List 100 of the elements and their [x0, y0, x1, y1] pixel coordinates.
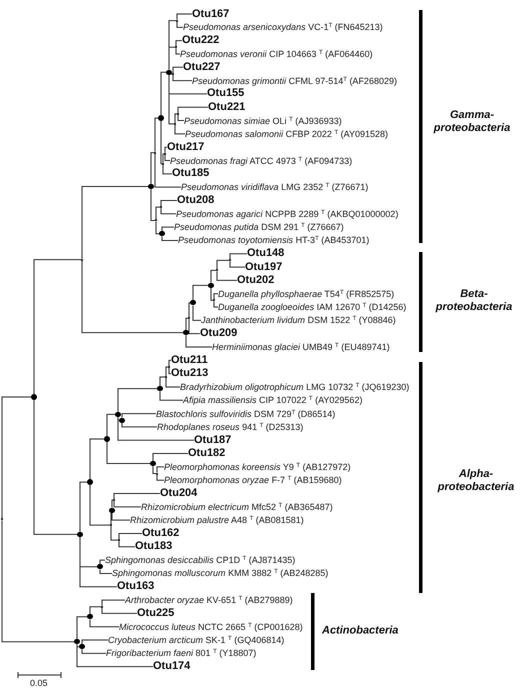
tree-branch	[210, 270, 216, 284]
tree-branch	[160, 208, 176, 214]
tree-branch	[76, 616, 88, 640]
tree-branch	[172, 74, 192, 82]
taxon-label: Otu211	[171, 354, 208, 367]
clade-label: Actinobacteria	[322, 624, 400, 638]
tree-branch	[112, 500, 114, 508]
tree-branch	[214, 293, 218, 300]
tree-branch	[216, 260, 230, 270]
taxon-label: Otu204	[160, 487, 198, 500]
tree-branch	[172, 66, 184, 74]
tree-branch	[114, 500, 142, 508]
taxon-label: Otu187	[194, 434, 232, 447]
tree-branch	[216, 270, 238, 281]
taxon-label: Afipia massiliensis CIP 107022 $^{T}$ (AY029562)	[183, 394, 362, 406]
tree-branch	[80, 536, 118, 588]
tree-branch	[188, 302, 191, 318]
tree-branch	[2, 396, 32, 519]
tree-branch	[168, 367, 172, 374]
taxon-label: Rhizomicrobium palustre A48 $^{T}$ (AB081581)	[130, 514, 304, 526]
tree-branch	[178, 106, 208, 114]
taxon-label: Janthinobacterium lividum DSM 1522 $^{T}$ (Y08846)	[201, 314, 396, 326]
tree-branch	[106, 414, 116, 437]
tree-branch	[162, 236, 178, 241]
tree-branch	[150, 152, 154, 184]
tree-branch	[230, 253, 248, 260]
tree-branch	[168, 360, 172, 366]
taxon-label: Pleomorphomonas oryzae F-7 $^{T}$ (AB159680)	[164, 474, 342, 486]
taxon-label: Pseudomonas simiae OLi $^{T}$ (AJ936933)	[184, 114, 342, 127]
tree-branch	[152, 453, 188, 462]
tree-branch	[90, 606, 102, 615]
tree-branch	[192, 304, 202, 321]
tree-branch	[178, 114, 184, 122]
taxon-label: Frigoribacterium faeni 801 $^{T}$ (Y18807)	[106, 647, 256, 660]
tree-branch	[118, 540, 136, 548]
tree-branch	[102, 600, 126, 606]
tree-branch	[82, 260, 184, 334]
taxon-label: Otu217	[167, 140, 204, 154]
tree-branch	[2, 520, 75, 642]
tree-branch	[214, 300, 218, 308]
taxon-label: Otu197	[245, 260, 282, 274]
taxon-label: Otu208	[177, 194, 214, 207]
tree-branch	[168, 74, 174, 124]
tree-branch	[188, 318, 200, 334]
taxon-label: Sphingomonas desiccabilis CP1D $^{T}$ (AJ871435)	[105, 554, 296, 566]
tree-branch	[82, 186, 149, 260]
taxon-label: Duganella zoogloeoides IAM 12670 $^{T}$ (D14256)	[218, 301, 406, 314]
tree-branch	[156, 474, 164, 481]
taxon-label: Otu209	[200, 327, 238, 340]
taxon-label: Pseudomonas agarici NCPPB 2289 $^{T}$ (AKBQ01000002)	[176, 208, 398, 220]
tree-branch	[210, 288, 214, 301]
tree-branch	[166, 377, 180, 388]
tree-branch	[90, 484, 110, 526]
tree-branch	[102, 607, 138, 614]
taxon-label: Cryobacterium arcticum SK-1 $^{T}$ (GQ406814)	[108, 634, 284, 646]
taxon-label: Pleomorphomonas koreensis Y9 $^{T}$ (AB127972)	[164, 460, 351, 473]
tree-branch	[160, 72, 167, 116]
tree-branch	[160, 376, 166, 387]
tree-branch	[166, 366, 168, 376]
taxon-label: Otu183	[135, 540, 172, 554]
tree-branch	[82, 640, 108, 645]
tree-branch	[160, 200, 178, 207]
tree-branch	[34, 259, 82, 395]
clade-label: Beta-proteobacteria	[434, 288, 514, 314]
tree-branch	[160, 120, 162, 164]
tree-branch	[160, 390, 184, 401]
tree-branch	[176, 40, 182, 47]
tree-branch	[106, 441, 151, 464]
tree-branch	[76, 644, 154, 668]
clade-label: Gamma-proteobacteria	[432, 109, 512, 135]
taxon-label: Otu167	[192, 8, 230, 20]
tree-branch	[114, 493, 160, 500]
tree-branch	[118, 388, 158, 412]
tree-branch	[152, 466, 156, 474]
tree-branch	[100, 568, 112, 574]
tree-branch	[162, 153, 164, 164]
taxon-label: Otu227	[183, 60, 220, 74]
taxon-label: Rhizomicrobium electricum Mfc52 $^{T}$ (AB365487)	[141, 500, 333, 513]
tree-branch	[82, 648, 106, 654]
taxon-label: Pseudomonas salomonii CFBP 2022 $^{T}$ (AY091528)	[185, 128, 388, 140]
taxon-label: Arthrobacter oryzae KV-651 $^{T}$ (AB279889)	[125, 594, 293, 606]
tree-branch	[156, 466, 164, 474]
tree-branch	[176, 48, 180, 54]
tree-branch	[118, 532, 142, 540]
tree-branch	[122, 413, 156, 418]
tree-branch	[100, 560, 106, 565]
tree-branch	[150, 188, 156, 221]
taxon-label: Otu221	[208, 100, 246, 114]
tree-branch	[34, 399, 78, 535]
tree-branch	[230, 260, 246, 268]
taxon-label: Pseudomonas arsenicoxydans VC-1$^{T}$ (FN645213)	[183, 21, 383, 34]
tree-branch	[186, 334, 212, 348]
taxon-label: Blastochloris sulfoviridis DSM 729$^{T}$ (D86514)	[156, 408, 336, 420]
taxon-label: Bradyrhizobium oligotrophicum LMG 10732 $^{T}$ (JQ619230)	[180, 380, 410, 393]
tree-branch	[186, 318, 188, 331]
taxon-label: Pseudomonas fragi ATCC 4973 $^{T}$ (AF094733)	[170, 154, 352, 167]
tree-branch	[90, 618, 120, 628]
tree-branch	[176, 21, 184, 28]
tree-branch	[192, 284, 209, 301]
taxon-label: Otu163	[117, 580, 154, 594]
